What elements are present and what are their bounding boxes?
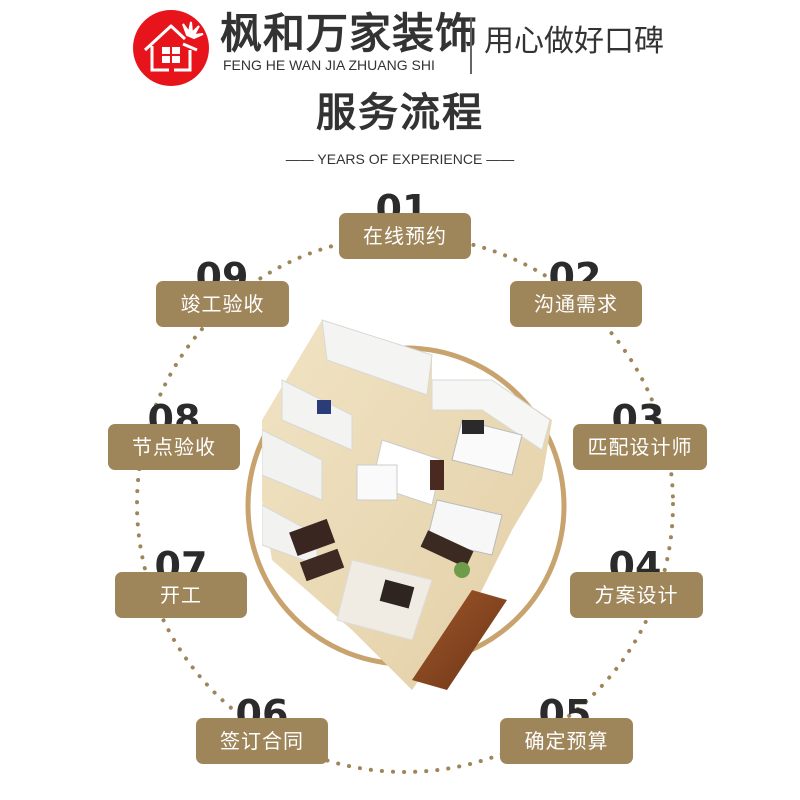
step-tag-05[interactable]: 确定预算 — [500, 718, 633, 764]
step-tag-02[interactable]: 沟通需求 — [510, 281, 642, 327]
step-tag-06[interactable]: 签订合同 — [196, 718, 328, 764]
page-subtitle: —— YEARS OF EXPERIENCE —— — [285, 151, 515, 167]
house-leaf-icon — [133, 10, 209, 86]
step-tag-09[interactable]: 竣工验收 — [156, 281, 289, 327]
floor-plan-illustration — [262, 319, 552, 690]
step-tag-04[interactable]: 方案设计 — [570, 572, 703, 618]
logo — [133, 10, 209, 86]
page-title: 服务流程 — [316, 90, 484, 136]
step-tag-03[interactable]: 匹配设计师 — [573, 424, 707, 470]
dotted-path — [135, 234, 675, 774]
slogan: 用心做好口碑 — [484, 24, 664, 59]
brand-pinyin: FENG HE WAN JIA ZHUANG SHI — [223, 57, 435, 73]
step-tag-01[interactable]: 在线预约 — [339, 213, 471, 259]
step-tag-07[interactable]: 开工 — [115, 572, 247, 618]
header-divider — [470, 18, 472, 74]
brand-name: 枫和万家装饰 — [220, 9, 479, 58]
step-tag-08[interactable]: 节点验收 — [108, 424, 240, 470]
